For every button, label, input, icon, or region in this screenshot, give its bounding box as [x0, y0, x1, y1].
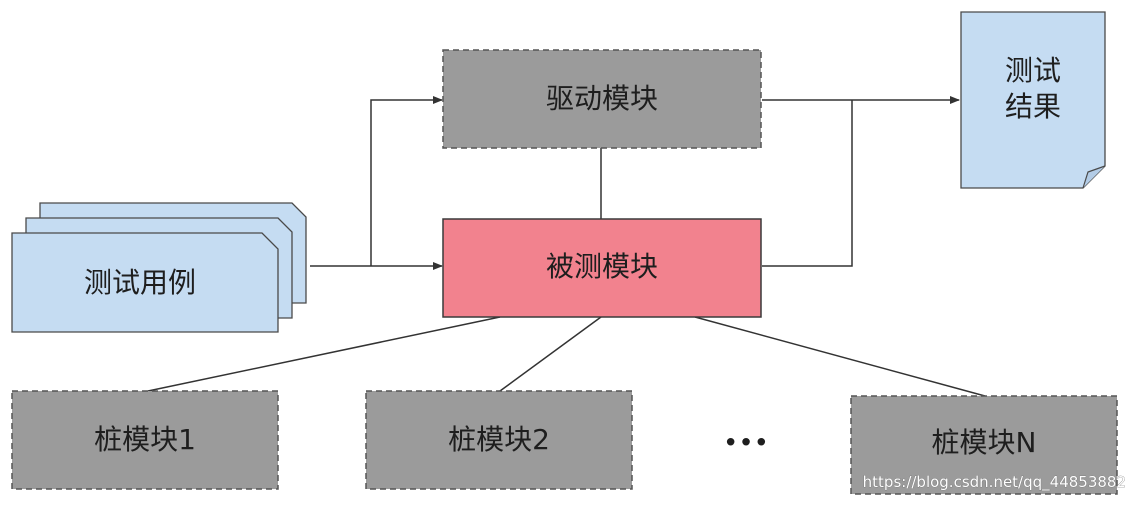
stub-module-2-node: 桩模块2 — [365, 390, 633, 490]
test-cases-doc-front — [11, 232, 279, 333]
driver-module-node: 驱动模块 — [442, 49, 762, 149]
module-under-test-node: 被测模块 — [442, 218, 762, 318]
test-cases-label: 测试用例 — [84, 266, 196, 299]
edge-mut-to-stubN — [694, 316, 986, 397]
stub-module-1-label: 桩模块1 — [94, 423, 196, 456]
edge-testcases-to-driver — [370, 96, 443, 266]
ellipsis: ••• — [723, 429, 769, 459]
edge-mut-to-stub2 — [499, 316, 602, 392]
watermark: https://blog.csdn.net/qq_44853882 — [863, 473, 1126, 492]
test-cases-node: 测试用例 — [11, 202, 307, 333]
stub-module-2-label: 桩模块2 — [448, 423, 550, 456]
module-under-test-box — [442, 218, 762, 318]
test-result-label-line2: 结果 — [1005, 90, 1061, 123]
test-result-node: 测试 结果 — [960, 11, 1106, 189]
driver-module-label: 驱动模块 — [546, 82, 658, 115]
connectors — [147, 96, 986, 397]
stub-module-n-label: 桩模块N — [932, 426, 1037, 459]
test-result-label-line1: 测试 — [1005, 54, 1061, 87]
edge-mut-to-stub1 — [147, 316, 501, 392]
module-under-test-label: 被测模块 — [546, 250, 658, 283]
edge-mut-to-result — [762, 100, 853, 267]
stub-module-1-box — [11, 390, 279, 490]
stub-module-2-box — [365, 390, 633, 490]
test-result-doc-fold — [1082, 165, 1106, 189]
stub-module-1-node: 桩模块1 — [11, 390, 279, 490]
stub-module-n-box — [850, 395, 1118, 495]
driver-module-box — [442, 49, 762, 149]
stub-module-n-node: 桩模块N — [850, 395, 1118, 495]
